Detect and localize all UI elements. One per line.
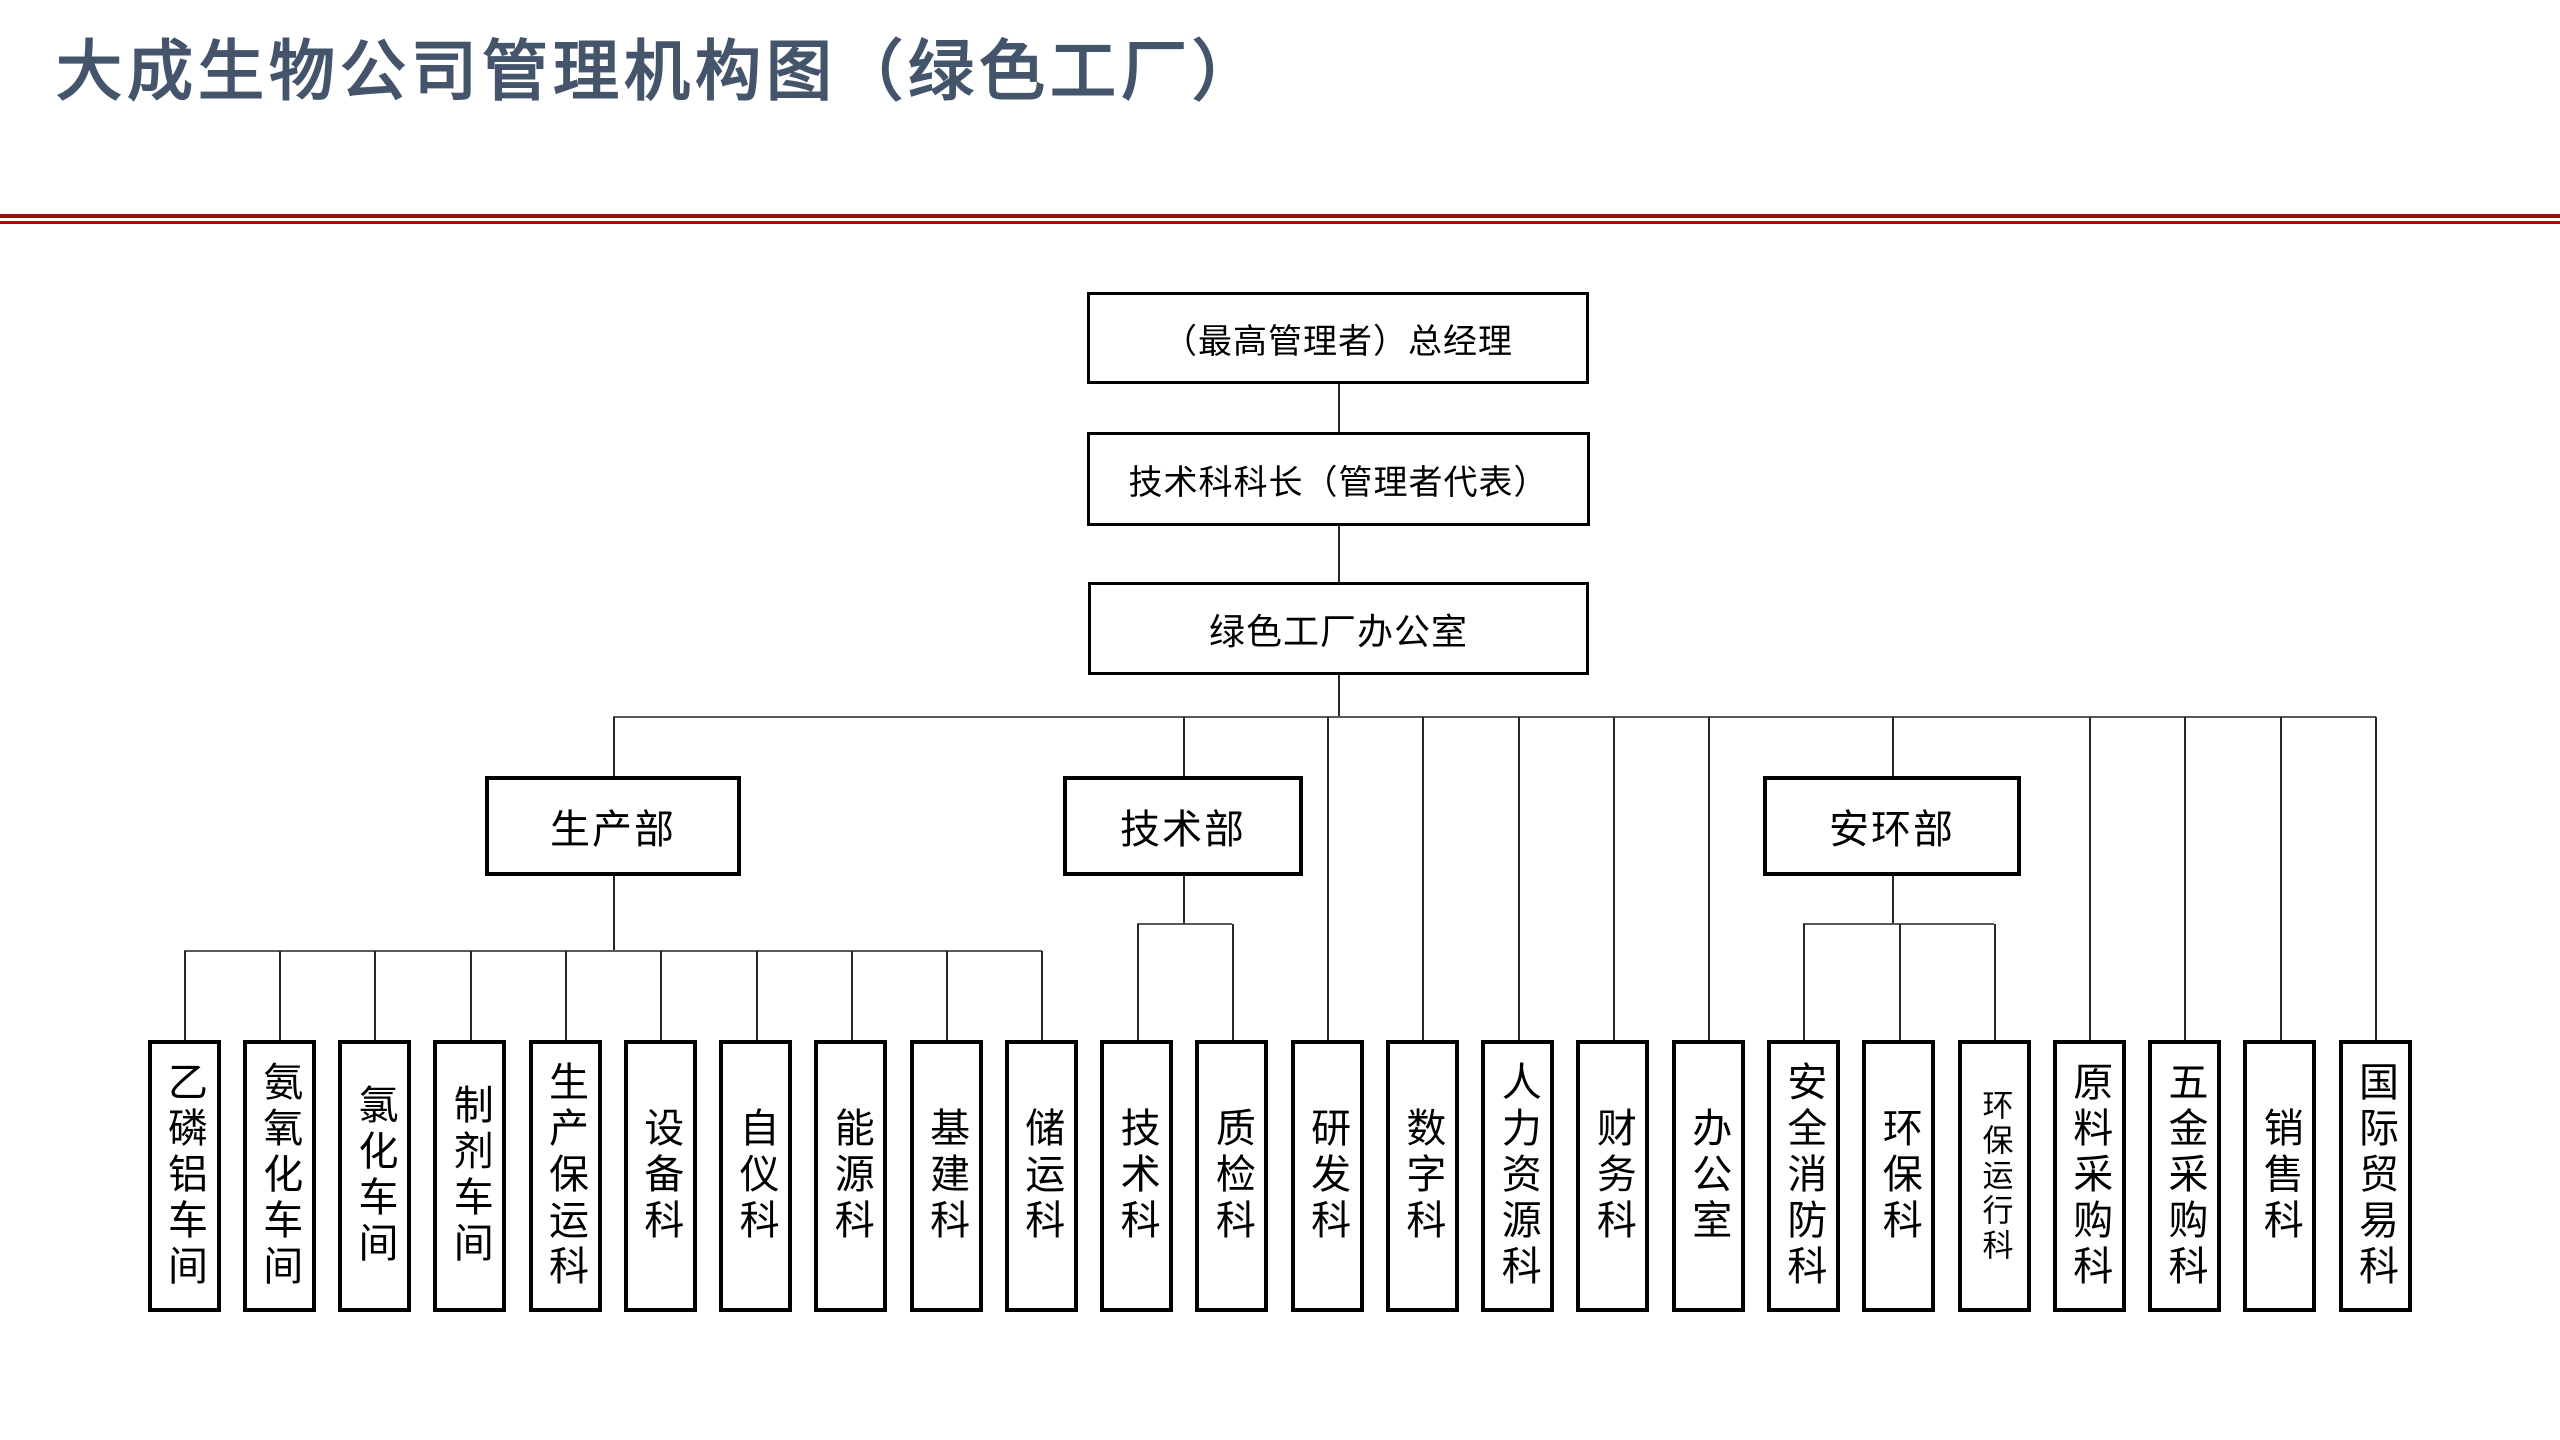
org-unit-label: 设备科 <box>637 1107 684 1245</box>
org-unit-box: 销售科 <box>2243 1040 2317 1312</box>
org-unit-label: 人力资源科 <box>1494 1061 1541 1291</box>
connector-line <box>184 951 186 1040</box>
org-unit-label: 制剂车间 <box>446 1084 493 1268</box>
org-unit-label: 储运科 <box>1018 1107 1065 1245</box>
org-unit-box: 储运科 <box>1004 1040 1078 1312</box>
connector-line <box>1183 876 1185 924</box>
org-unit-box: 能源科 <box>814 1040 888 1312</box>
org-unit-box: 制剂车间 <box>433 1040 507 1312</box>
org-unit-label: 国际贸易科 <box>2352 1061 2398 1291</box>
connector-line <box>565 951 567 1040</box>
org-unit-label: 销售科 <box>2256 1107 2303 1245</box>
org-unit-label: 环保运行科 <box>1976 1088 2013 1264</box>
title-separator-line-bottom <box>0 221 2560 224</box>
org-unit-label: 原料采购科 <box>2066 1061 2113 1291</box>
connector-line <box>279 951 281 1040</box>
node-management-representative: 技术科科长（管理者代表） <box>1087 432 1590 526</box>
connector-line <box>1338 675 1340 717</box>
connector-line <box>851 951 853 1040</box>
connector-line <box>1892 876 1894 924</box>
connector-line <box>1232 924 1234 1040</box>
connector-line <box>756 951 758 1040</box>
connector-line <box>1338 526 1340 582</box>
connector-line <box>613 876 615 951</box>
org-unit-box: 乙磷铝车间 <box>147 1040 221 1312</box>
org-unit-box: 自仪科 <box>719 1040 793 1312</box>
connector-line <box>2184 717 2186 1040</box>
org-unit-label: 安全消防科 <box>1780 1061 1827 1291</box>
connector-line <box>613 717 615 776</box>
connector-line <box>660 951 662 1040</box>
connector-line <box>1899 924 1901 1040</box>
title-separator-line-top <box>0 214 2560 218</box>
connector-line <box>1422 717 1424 1040</box>
org-unit-box: 研发科 <box>1290 1040 1364 1312</box>
connector-line <box>1613 717 1615 1040</box>
org-unit-box: 财务科 <box>1576 1040 1650 1312</box>
org-unit-label: 环保科 <box>1875 1107 1922 1245</box>
connector-branch-safety-env <box>1803 923 1994 925</box>
org-unit-label: 数字科 <box>1399 1107 1446 1245</box>
connector-line <box>1708 717 1710 1040</box>
connector-trunk <box>613 716 2376 718</box>
connector-line <box>2375 717 2377 1040</box>
org-unit-box: 五金采购科 <box>2148 1040 2221 1312</box>
org-unit-box: 安全消防科 <box>1766 1040 1840 1312</box>
connector-line <box>1994 924 1996 1040</box>
connector-line <box>470 951 472 1040</box>
connector-line <box>1183 717 1185 776</box>
org-unit-label: 生产保运科 <box>542 1061 588 1291</box>
connector-line <box>1137 924 1139 1040</box>
org-unit-box: 国际贸易科 <box>2338 1040 2412 1312</box>
connector-branch-technology <box>1137 923 1232 925</box>
org-unit-label: 氯化车间 <box>351 1084 398 1268</box>
org-unit-box: 基建科 <box>909 1040 983 1312</box>
org-unit-box: 氨氧化车间 <box>242 1040 316 1312</box>
node-green-factory-office: 绿色工厂办公室 <box>1088 582 1589 675</box>
org-unit-box: 环保运行科 <box>1957 1040 2031 1312</box>
org-unit-box: 氯化车间 <box>338 1040 411 1312</box>
connector-line <box>1338 384 1340 432</box>
org-unit-label: 研发科 <box>1304 1107 1351 1245</box>
connector-line <box>1041 951 1043 1040</box>
connector-line <box>2089 717 2091 1040</box>
org-unit-box: 办公室 <box>1671 1040 1745 1312</box>
org-unit-label: 自仪科 <box>732 1107 779 1245</box>
org-unit-box: 人力资源科 <box>1481 1040 1555 1312</box>
org-unit-label: 质检科 <box>1208 1107 1255 1245</box>
org-unit-label: 能源科 <box>827 1107 874 1245</box>
connector-line <box>374 951 376 1040</box>
org-unit-label: 技术科 <box>1113 1107 1160 1245</box>
connector-line <box>946 951 948 1040</box>
connector-line <box>1803 924 1805 1040</box>
connector-line <box>1892 717 1894 776</box>
org-unit-box: 原料采购科 <box>2052 1040 2126 1312</box>
org-unit-label: 基建科 <box>923 1107 970 1245</box>
node-dept-technology: 技术部 <box>1063 776 1303 876</box>
org-unit-box: 环保科 <box>1862 1040 1936 1312</box>
org-unit-box: 生产保运科 <box>528 1040 602 1312</box>
connector-branch-production <box>184 950 1042 952</box>
org-unit-box: 技术科 <box>1100 1040 1174 1312</box>
node-dept-safety-environment: 安环部 <box>1763 776 2021 876</box>
connector-line <box>2280 717 2282 1040</box>
org-unit-box: 设备科 <box>623 1040 697 1312</box>
org-unit-label: 氨氧化车间 <box>256 1061 303 1291</box>
org-unit-box: 质检科 <box>1195 1040 1269 1312</box>
connector-line <box>1518 717 1520 1040</box>
org-unit-box: 数字科 <box>1385 1040 1459 1312</box>
node-dept-production: 生产部 <box>485 776 741 876</box>
org-unit-label: 五金采购科 <box>2161 1061 2208 1291</box>
org-unit-label: 乙磷铝车间 <box>161 1061 207 1291</box>
org-unit-label: 财务科 <box>1589 1107 1636 1245</box>
org-unit-label: 办公室 <box>1685 1107 1732 1245</box>
page-title: 大成生物公司管理机构图（绿色工厂） <box>56 36 1263 109</box>
node-general-manager: （最高管理者）总经理 <box>1087 292 1589 384</box>
connector-line <box>1327 717 1329 1040</box>
